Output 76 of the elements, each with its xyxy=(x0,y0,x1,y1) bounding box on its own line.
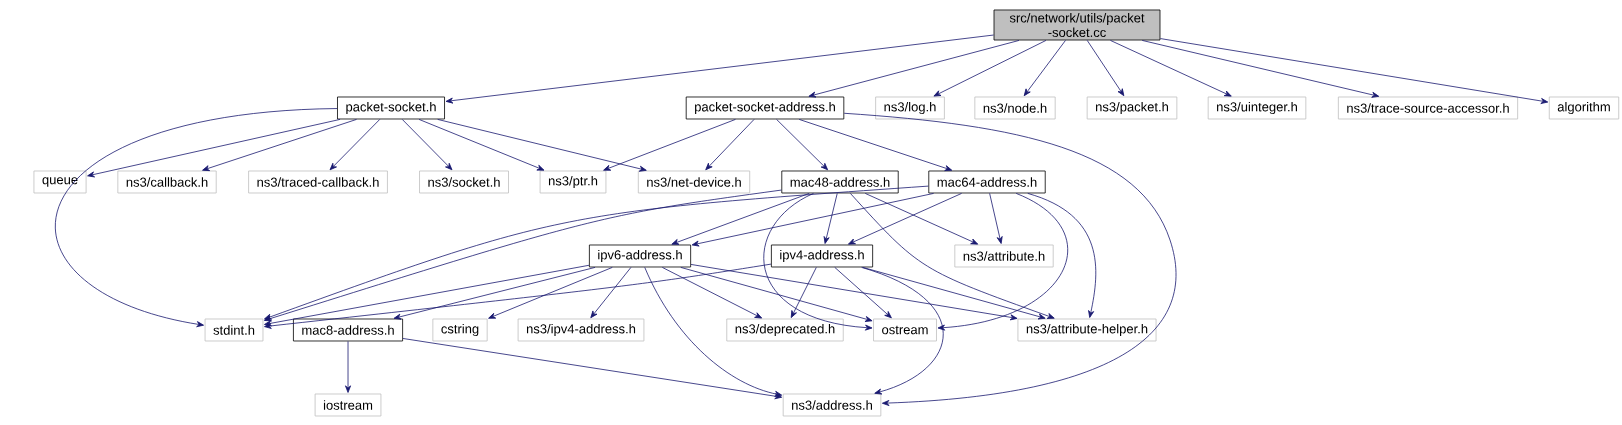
arrow xyxy=(834,267,892,319)
arrow xyxy=(329,119,381,171)
file-box: ns3/log.h xyxy=(875,96,945,120)
arrow xyxy=(87,119,341,178)
arrow xyxy=(776,119,829,171)
file-box: ns3/net-device.h xyxy=(637,170,751,194)
arrow xyxy=(55,108,338,328)
arrow xyxy=(864,193,979,245)
file-box: algorithm xyxy=(1548,96,1620,120)
arrow xyxy=(933,40,1047,97)
arrow xyxy=(848,193,962,245)
arrow xyxy=(1160,38,1549,104)
file-box: ns3/address.h xyxy=(782,393,882,417)
file-box: ns3/socket.h xyxy=(419,170,509,194)
file-box: ipv6-address.h xyxy=(589,244,692,268)
arrow xyxy=(1027,193,1097,318)
file-box: ns3/deprecated.h xyxy=(726,318,844,342)
file-box: ipv4-address.h xyxy=(771,244,874,268)
arrow xyxy=(264,263,772,329)
file-box: mac8-address.h xyxy=(293,318,403,342)
arrow xyxy=(488,267,613,319)
file-box: ns3/uinteger.h xyxy=(1207,96,1307,120)
arrow xyxy=(705,119,755,171)
file-box: cstring xyxy=(432,318,488,342)
arrow xyxy=(862,267,1046,320)
arrow xyxy=(937,193,1068,331)
arrow xyxy=(1141,40,1380,98)
arrow xyxy=(808,40,1020,98)
arrow xyxy=(989,193,1003,244)
file-box: queue xyxy=(33,170,87,194)
arrow xyxy=(264,185,929,320)
arrow xyxy=(202,119,357,172)
arrow xyxy=(603,119,736,171)
arrow xyxy=(1086,40,1125,97)
arrow xyxy=(437,119,647,172)
arrow xyxy=(823,193,838,244)
arrow xyxy=(763,193,873,331)
arrow xyxy=(418,119,545,171)
arrow xyxy=(680,267,873,322)
file-box: iostream xyxy=(314,393,382,417)
arrow xyxy=(849,193,1055,319)
arrow xyxy=(798,119,953,171)
arrow xyxy=(671,193,810,245)
file-box: ns3/attribute-helper.h xyxy=(1017,318,1157,342)
arrow xyxy=(264,189,782,322)
arrow xyxy=(1110,40,1232,97)
arrow xyxy=(402,338,783,400)
file-box: ns3/attribute.h xyxy=(954,244,1054,268)
arrow xyxy=(843,112,1177,406)
file-box: ns3/node.h xyxy=(974,96,1056,120)
file-box: ns3/ptr.h xyxy=(539,170,607,194)
arrow xyxy=(445,34,994,104)
arrow xyxy=(590,267,632,319)
file-box: ostream xyxy=(873,318,937,342)
arrow xyxy=(1023,40,1066,97)
arrow xyxy=(393,267,596,320)
arrow xyxy=(661,267,763,319)
arrow xyxy=(690,264,1018,321)
file-box: ns3/trace-source-accessor.h xyxy=(1337,96,1519,120)
arrow xyxy=(644,267,783,397)
file-box: packet-socket.h xyxy=(337,96,445,120)
arrow xyxy=(861,267,944,395)
file-box: ns3/callback.h xyxy=(117,170,217,194)
file-box: packet-socket-address.h xyxy=(685,96,845,120)
file-box: mac64-address.h xyxy=(928,170,1046,194)
file-box: ns3/packet.h xyxy=(1086,96,1178,120)
arrow xyxy=(691,193,934,247)
arrow xyxy=(264,264,590,327)
file-box: ns3/ipv4-address.h xyxy=(517,318,645,342)
file-box: stdint.h xyxy=(204,318,264,342)
arrow xyxy=(345,341,351,393)
file-box: src/network/utils/packet -socket.cc xyxy=(993,9,1161,41)
arrow xyxy=(401,119,453,171)
file-box: mac48-address.h xyxy=(781,170,899,194)
file-box: ns3/traced-callback.h xyxy=(248,170,388,194)
arrow xyxy=(790,267,817,318)
